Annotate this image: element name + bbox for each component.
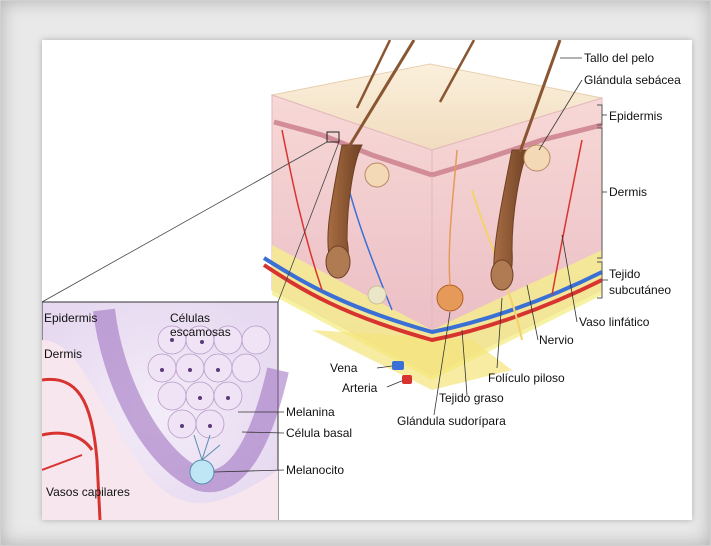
label-squamous-2: escamosas [170,325,231,339]
diagram-canvas: Tallo del pelo Glándula sebácea Epidermi… [42,40,692,520]
label-inset-epidermis: Epidermis [44,311,97,325]
label-basal-cell: Célula basal [286,426,352,440]
vein-cap [392,361,404,370]
label-artery: Arteria [342,381,378,395]
label-melanin: Melanina [286,405,335,419]
label-dermis: Dermis [609,185,647,199]
sweat-gland [437,285,463,311]
label-squamous-1: Células [170,311,210,325]
fat-globule [368,286,386,304]
label-hair-follicle: Folículo piloso [488,371,565,385]
hair-bulb-left [326,246,350,278]
label-lymph-vessel: Vaso linfático [579,315,650,329]
artery-cap [402,375,412,384]
label-sweat-gland: Glándula sudorípara [397,414,506,428]
label-nerve: Nervio [539,333,574,347]
label-subcutaneous-2: subcutáneo [609,283,671,297]
label-sebaceous-gland: Glándula sebácea [584,73,681,87]
sebaceous-gland-left [365,163,389,187]
label-subcutaneous-1: Tejido [609,267,641,281]
label-capillaries: Vasos capilares [46,485,130,499]
label-hair-shaft: Tallo del pelo [584,51,654,65]
label-fat-tissue: Tejido graso [439,391,504,405]
sebaceous-gland-right [524,145,550,171]
label-inset-dermis: Dermis [44,347,82,361]
label-melanocyte: Melanocito [286,463,344,477]
label-vein: Vena [330,361,358,375]
label-epidermis: Epidermis [609,109,662,123]
hair-bulb-right [491,260,513,290]
melanocyte-cell [190,460,214,484]
skin-diagram: Tallo del pelo Glándula sebácea Epidermi… [42,40,692,520]
